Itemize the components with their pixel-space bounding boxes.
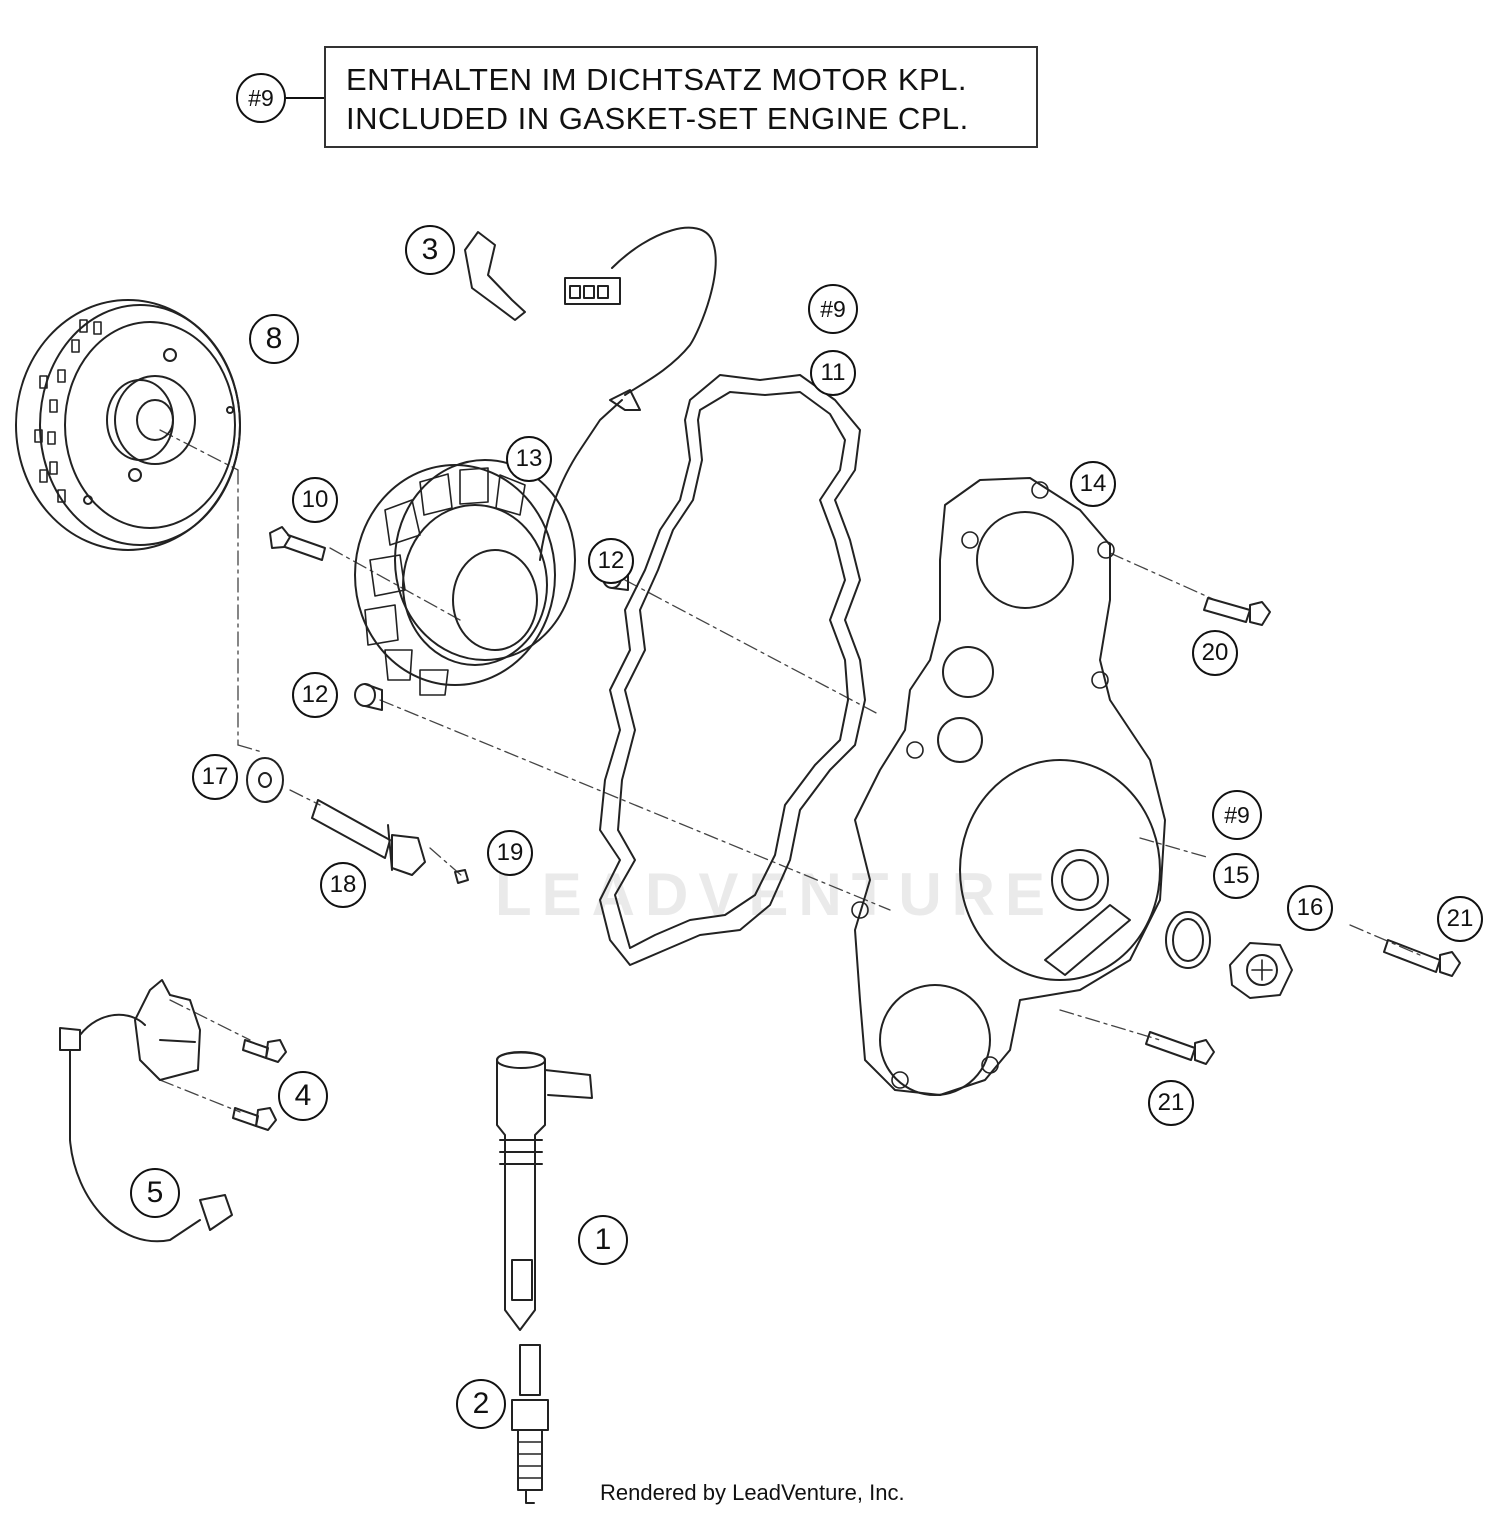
- screw-plug: [1230, 943, 1292, 998]
- callout-21-lower: 21: [1148, 1080, 1194, 1126]
- callout-5: 5: [130, 1168, 180, 1218]
- callout-9-gasket: #9: [808, 284, 858, 334]
- callout-8: 8: [249, 314, 299, 364]
- callout-9-oring: #9: [1212, 790, 1262, 840]
- small-screw: [455, 870, 468, 883]
- stator-wire-harness: [540, 228, 716, 560]
- callout-11: 11: [810, 350, 856, 396]
- cover-bolt-20: [1204, 598, 1270, 625]
- note-english: INCLUDED IN GASKET-SET ENGINE CPL.: [346, 101, 969, 136]
- wire-clip: [465, 232, 525, 320]
- callout-17: 17: [192, 754, 238, 800]
- spark-plug: [512, 1345, 548, 1503]
- callout-12-upper: 12: [588, 538, 634, 584]
- callout-10: 10: [292, 477, 338, 523]
- cover-gasket: [600, 375, 865, 965]
- callout-13: 13: [506, 436, 552, 482]
- cover-bolt-21-lower: [1146, 1032, 1214, 1064]
- cover-bolt-21-upper: [1384, 940, 1460, 976]
- callout-20: 20: [1192, 630, 1238, 676]
- callout-19: 19: [487, 830, 533, 876]
- callout-12-lower: 12: [292, 672, 338, 718]
- watermark-text: LEADVENTURE: [495, 861, 1056, 928]
- callout-14: 14: [1070, 461, 1116, 507]
- note-leader-line: [286, 97, 324, 99]
- render-credit: Rendered by LeadVenture, Inc.: [600, 1480, 905, 1505]
- callout-21-upper: 21: [1437, 896, 1483, 942]
- gasket-note-box: ENTHALTEN IM DICHTSATZ MOTOR KPL. INCLUD…: [324, 46, 1038, 148]
- cover-gasket-inner: [615, 392, 848, 948]
- callout-1: 1: [578, 1215, 628, 1265]
- ignition-coil: [497, 1052, 592, 1330]
- note-german: ENTHALTEN IM DICHTSATZ MOTOR KPL.: [346, 62, 968, 97]
- washer: [247, 758, 283, 802]
- o-ring: [1166, 912, 1210, 968]
- stator-coil: [355, 460, 575, 695]
- ignition-cover: [852, 478, 1165, 1095]
- callout-15: 15: [1213, 853, 1259, 899]
- stator-bolt: [270, 527, 325, 560]
- rotor-bolt: [312, 800, 425, 875]
- sensor-cable: [60, 1015, 232, 1242]
- callout-16: 16: [1287, 885, 1333, 931]
- callout-18: 18: [320, 862, 366, 908]
- callout-note-ref: #9: [236, 73, 286, 123]
- callout-4: 4: [278, 1071, 328, 1121]
- callout-2: 2: [456, 1379, 506, 1429]
- assembly-axis-lines: [160, 430, 1420, 1112]
- callout-3: 3: [405, 225, 455, 275]
- flywheel-rotor: [16, 300, 240, 550]
- dowel-pins: [355, 568, 628, 710]
- pickup-sensor-assembly: [135, 980, 286, 1130]
